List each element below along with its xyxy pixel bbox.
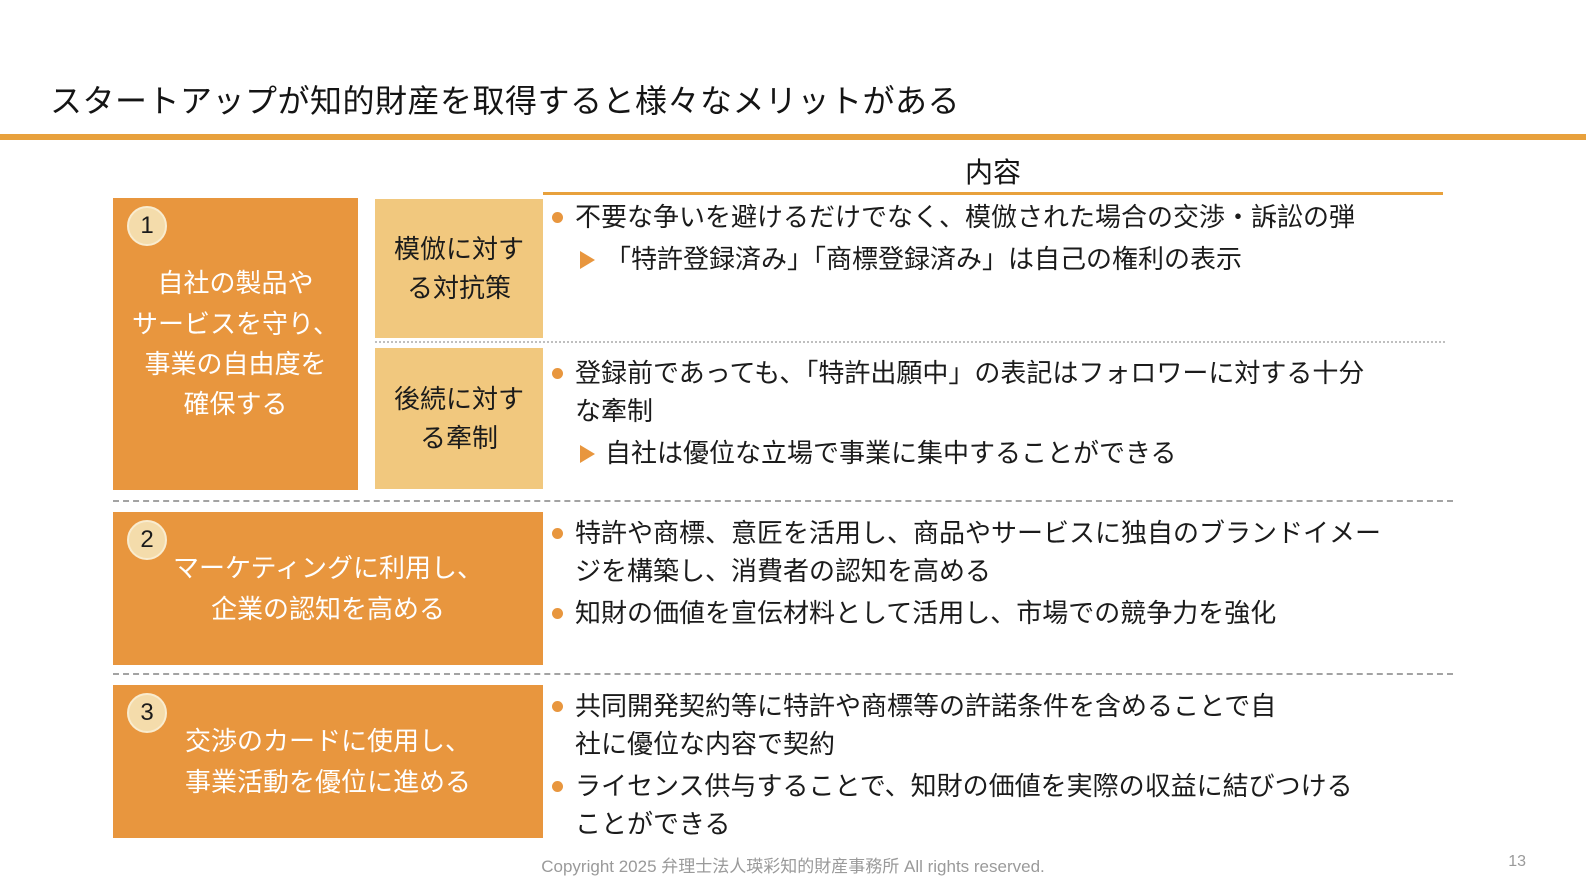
bullet-dot-icon (552, 212, 563, 223)
sub-bullet-text: 「特許登録済み」「商標登録済み」は自己の権利の表示 (605, 243, 1243, 274)
sub-bullet-item: 自社は優位な立場で事業に集中することができる (580, 435, 1452, 473)
number-2-badge: 2 (127, 520, 167, 560)
tag-anti-imitation-label: 模倣に対す る対抗策 (393, 233, 524, 303)
page-number: 13 (1508, 853, 1526, 870)
bullet-dot-icon (552, 780, 563, 792)
bullet-text: 登録前であっても、「特許出願中」の表記はフォロワーに対する十分 な牽制 (575, 358, 1365, 426)
merit-2-label: マーケティングに利用し、 企業の認知を高める (173, 553, 483, 624)
row-divider (113, 673, 1453, 675)
number-1-badge: 1 (127, 206, 167, 246)
subrow-divider (375, 341, 1445, 343)
number-1-label: 1 (140, 212, 154, 239)
bullet-dot-icon (552, 528, 563, 539)
bullet-text: 特許や商標、意匠を活用し、商品やサービスに独自のブランドイメー ジを構築し、消費… (575, 518, 1382, 586)
bullet-text: ライセンス供与することで、知財の価値を実際の収益に結びつける ことができる (575, 770, 1353, 839)
bullet-text: 知財の価値を宣伝材料として活用し、市場での競争力を強化 (575, 597, 1277, 628)
bullet-item: 知財の価値を宣伝材料として活用し、市場での競争力を強化 (552, 595, 1452, 633)
merit-1a-content: 不要な争いを避けるだけでなく、模倣された場合の交渉・訴訟の弾 「特許登録済み」「… (552, 199, 1452, 283)
number-2-label: 2 (140, 526, 154, 553)
merit-1b-content: 登録前であっても、「特許出願中」の表記はフォロワーに対する十分 な牽制 自社は優… (552, 355, 1452, 477)
sub-bullet-text: 自社は優位な立場で事業に集中することができる (605, 437, 1177, 468)
arrow-right-icon (580, 250, 595, 269)
number-3-label: 3 (140, 699, 154, 726)
bullet-item: 特許や商標、意匠を活用し、商品やサービスに独自のブランドイメー ジを構築し、消費… (552, 515, 1452, 591)
bullet-item: ライセンス供与することで、知財の価値を実際の収益に結びつける ことができる (552, 768, 1452, 844)
content-column-underline (543, 192, 1443, 195)
merit-2-content: 特許や商標、意匠を活用し、商品やサービスに独自のブランドイメー ジを構築し、消費… (552, 515, 1452, 637)
sub-bullet-item: 「特許登録済み」「商標登録済み」は自己の権利の表示 (580, 241, 1452, 279)
merit-3-content: 共同開発契約等に特許や商標等の許諾条件を含めることで自 社に優位な内容で契約 ラ… (552, 688, 1452, 848)
page-title: スタートアップが知的財産を取得すると様々なメリットがある (50, 83, 961, 119)
bullet-item: 登録前であっても、「特許出願中」の表記はフォロワーに対する十分 な牽制 (552, 355, 1452, 431)
arrow-right-icon (580, 444, 595, 463)
merit-2-box: 2 マーケティングに利用し、 企業の認知を高める (113, 512, 543, 665)
tag-box-anti-imitation: 模倣に対す る対抗策 (375, 199, 543, 338)
bullet-dot-icon (552, 607, 563, 619)
bullet-item: 不要な争いを避けるだけでなく、模倣された場合の交渉・訴訟の弾 (552, 199, 1452, 237)
tag-deter-followers-label: 後続に対す る牽制 (393, 383, 524, 453)
tag-box-deter-followers: 後続に対す る牽制 (375, 348, 543, 489)
bullet-item: 共同開発契約等に特許や商標等の許諾条件を含めることで自 社に優位な内容で契約 (552, 688, 1452, 764)
bullet-dot-icon (552, 701, 563, 712)
content-column-header: 内容 (964, 157, 1021, 188)
bullet-text: 不要な争いを避けるだけでなく、模倣された場合の交渉・訴訟の弾 (575, 202, 1356, 232)
title-divider-rule (0, 134, 1586, 140)
number-3-badge: 3 (127, 693, 167, 733)
bullet-text: 共同開発契約等に特許や商標等の許諾条件を含めることで自 社に優位な内容で契約 (575, 691, 1277, 759)
bullet-dot-icon (552, 368, 563, 379)
footer-copyright: Copyright 2025 弁理士法人瑛彩知的財産事務所 All rights… (541, 857, 1045, 876)
row-divider (113, 500, 1453, 502)
merit-1-box: 1 自社の製品や サービスを守り、 事業の自由度を 確保する (113, 198, 358, 490)
merit-3-box: 3 交渉のカードに使用し、 事業活動を優位に進める (113, 685, 543, 838)
merit-3-label: 交渉のカードに使用し、 事業活動を優位に進める (184, 726, 471, 797)
merit-1-label: 自社の製品や サービスを守り、 事業の自由度を 確保する (132, 268, 339, 420)
